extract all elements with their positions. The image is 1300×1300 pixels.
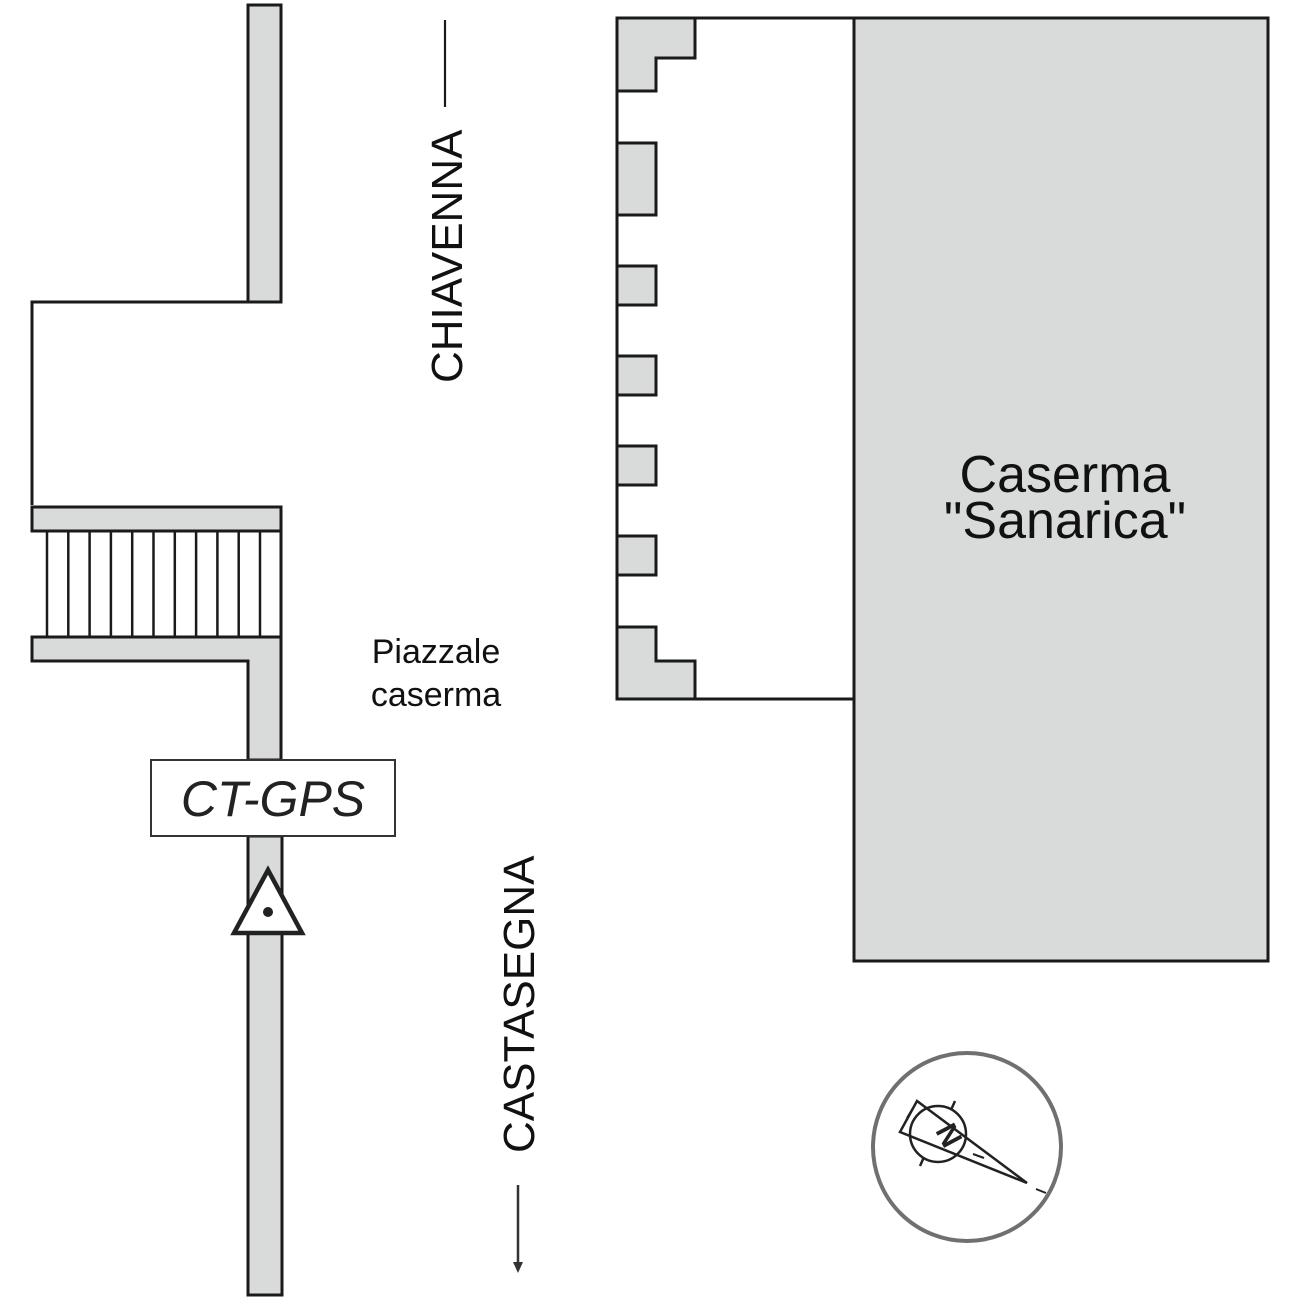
compass: N xyxy=(871,1051,1063,1243)
station-label-box xyxy=(150,759,396,837)
building-label-line2: "Sanarica" xyxy=(944,492,1186,550)
square-label-line1: Piazzale xyxy=(372,633,501,671)
station-label: CT-GPS xyxy=(181,771,365,827)
portico-pillar xyxy=(615,444,658,487)
square-label-line2: caserma xyxy=(371,676,501,714)
staircase xyxy=(45,531,262,637)
road-label-castasegna: CASTASEGNA xyxy=(495,855,544,1153)
triangle-benchmark-icon xyxy=(230,865,306,936)
portico-corner-north xyxy=(615,16,697,93)
north-wall xyxy=(246,3,283,304)
portico-pillar xyxy=(615,534,658,577)
building-label-line1: Caserma xyxy=(960,446,1171,504)
boundary-line xyxy=(30,300,248,505)
portico-pillar xyxy=(615,264,658,307)
south-arrow-icon xyxy=(513,1185,523,1273)
stair-upper-slab xyxy=(30,505,283,533)
south-l-wall xyxy=(30,635,283,762)
compass-ring xyxy=(871,1051,1063,1243)
portico-corner-south xyxy=(615,625,697,701)
portico-pillar xyxy=(615,141,658,217)
road-label-chiavenna: CHIAVENNA xyxy=(423,129,472,383)
portico-pillar xyxy=(615,354,658,397)
north-arrow-icon: N xyxy=(898,1099,1047,1194)
barracks-building xyxy=(852,16,1270,963)
